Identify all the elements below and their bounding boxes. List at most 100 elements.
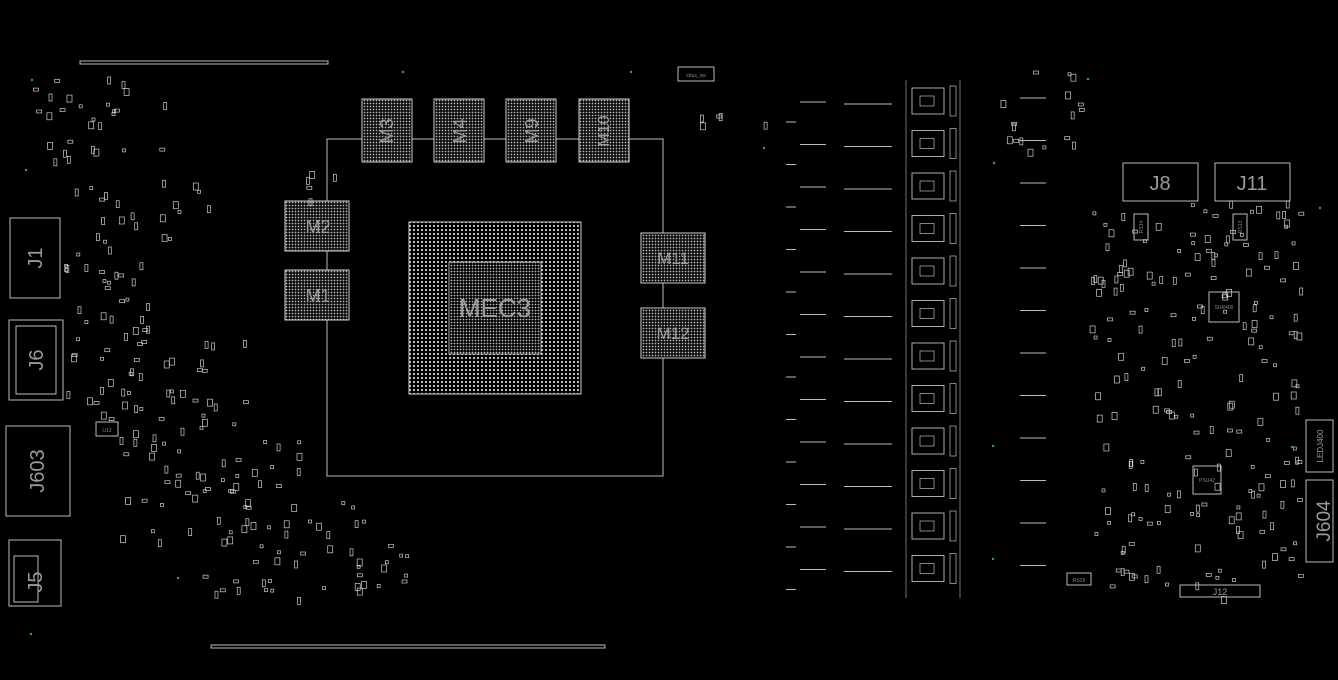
smd-pad — [376, 584, 381, 588]
smd-pad — [1251, 490, 1255, 499]
ic-rs14[interactable]: RS14 — [1133, 213, 1149, 241]
smd-pad — [270, 465, 274, 469]
connector-j8[interactable]: J8 — [1122, 162, 1199, 202]
ic-rs15[interactable]: RS15 — [1066, 572, 1092, 586]
ic-label: U12 — [102, 428, 111, 434]
smd-pad — [1174, 414, 1179, 419]
smd-pad — [131, 278, 136, 287]
smd-pad — [121, 388, 126, 397]
smd-pad — [205, 487, 211, 491]
smd-pad — [227, 536, 234, 545]
memory-chip-m10[interactable]: M10 — [578, 98, 630, 163]
smd-pad — [1103, 443, 1110, 452]
smd-pad — [267, 525, 271, 530]
memory-chip-m3[interactable]: M3 — [361, 98, 413, 163]
smd-pad — [1113, 287, 1118, 296]
smd-pad — [1237, 531, 1244, 540]
ic-top-bus[interactable]: sbus_sw — [677, 66, 715, 82]
memory-label: M9 — [522, 118, 542, 143]
smd-pad — [763, 121, 768, 130]
smd-pad — [1101, 488, 1106, 493]
memory-chip-m12[interactable]: M12 — [640, 307, 706, 359]
memory-chip-m9[interactable]: M9 — [505, 98, 557, 163]
ic-rs13[interactable]: RS13 — [1232, 213, 1248, 241]
ic-controller[interactable]: SUR400 — [1208, 291, 1240, 323]
vrm-mosfet-die — [919, 265, 935, 277]
smd-pad — [100, 312, 107, 321]
vrm-cap-strip — [949, 383, 957, 414]
memory-chip-m4[interactable]: M4 — [433, 98, 485, 163]
vrm-mosfet-die — [919, 478, 935, 489]
smd-pad — [1033, 70, 1039, 75]
memory-label: M10 — [596, 115, 613, 146]
smd-pad — [1129, 310, 1136, 315]
smd-pad — [1236, 429, 1243, 434]
smd-pad — [294, 560, 298, 569]
smd-pad — [1138, 517, 1143, 521]
smd-pad — [119, 437, 124, 445]
smd-pad — [700, 122, 706, 131]
smd-pad — [1138, 325, 1143, 334]
smd-pad — [1252, 304, 1257, 313]
smd-pad — [1251, 320, 1258, 328]
connector-j5[interactable]: J5 — [8, 539, 62, 607]
smd-pad — [1000, 100, 1007, 108]
via — [629, 70, 633, 74]
connector-led[interactable]: LEDJ400 — [1305, 419, 1334, 473]
smd-pad — [1157, 388, 1162, 397]
via — [176, 576, 180, 580]
smd-pad — [297, 597, 301, 605]
smd-pad — [1185, 455, 1192, 460]
vrm-cap-strip — [949, 85, 957, 117]
smd-pad — [112, 109, 116, 114]
smd-pad — [306, 177, 310, 185]
connector-j11[interactable]: J11 — [1214, 162, 1291, 202]
smd-pad — [1299, 287, 1304, 296]
smd-pad — [96, 233, 100, 241]
smd-pad — [1293, 262, 1299, 270]
connector-j603[interactable]: J603 — [5, 425, 71, 517]
smd-pad — [1282, 211, 1286, 219]
memory-chip-m2[interactable]: M2 — [284, 200, 350, 252]
smd-pad — [66, 94, 73, 103]
smd-pad — [1064, 136, 1071, 140]
smd-pad — [1245, 268, 1252, 277]
connector-j1[interactable]: J1 — [9, 217, 61, 299]
connector-j6[interactable]: J6 — [8, 319, 64, 401]
smd-pad — [245, 518, 250, 527]
smd-pad — [66, 155, 71, 164]
vrm-mosfet — [911, 470, 945, 497]
vrm-mosfet — [911, 172, 945, 200]
smd-pad — [1259, 529, 1266, 534]
smd-pad — [1128, 514, 1132, 523]
smd-pad — [201, 413, 206, 418]
smd-pad — [104, 286, 111, 290]
memory-chip-m11[interactable]: M11 — [640, 232, 706, 284]
via — [24, 168, 28, 172]
smd-pad — [54, 78, 61, 83]
connector-j12[interactable]: J12 — [1179, 584, 1261, 598]
smd-pad — [1192, 317, 1196, 321]
smd-pad — [1231, 578, 1236, 582]
smd-pad — [130, 212, 135, 221]
top-edge-connector — [79, 60, 329, 65]
smd-pad — [349, 548, 354, 557]
ic-pwm[interactable]: PSU42 — [1192, 465, 1222, 495]
ic-u12[interactable]: U12 — [95, 421, 119, 437]
smd-pad — [228, 489, 234, 493]
connector-j604[interactable]: J604 — [1305, 479, 1335, 563]
memory-chip-m1[interactable]: M1 — [284, 269, 350, 321]
smd-pad — [1288, 557, 1295, 562]
smd-pad — [251, 468, 258, 477]
vrm-section — [786, 80, 1046, 598]
smd-pad — [1177, 380, 1182, 388]
smd-pad — [405, 554, 410, 559]
smd-pad — [1107, 338, 1112, 342]
smd-pad — [101, 217, 105, 225]
gpu-package[interactable]: MEC3 — [408, 221, 582, 395]
smd-pad — [107, 76, 111, 85]
smd-pad — [1203, 209, 1208, 214]
smd-pad — [1239, 374, 1244, 383]
smd-pad — [221, 538, 228, 547]
smd-pad — [134, 222, 139, 231]
